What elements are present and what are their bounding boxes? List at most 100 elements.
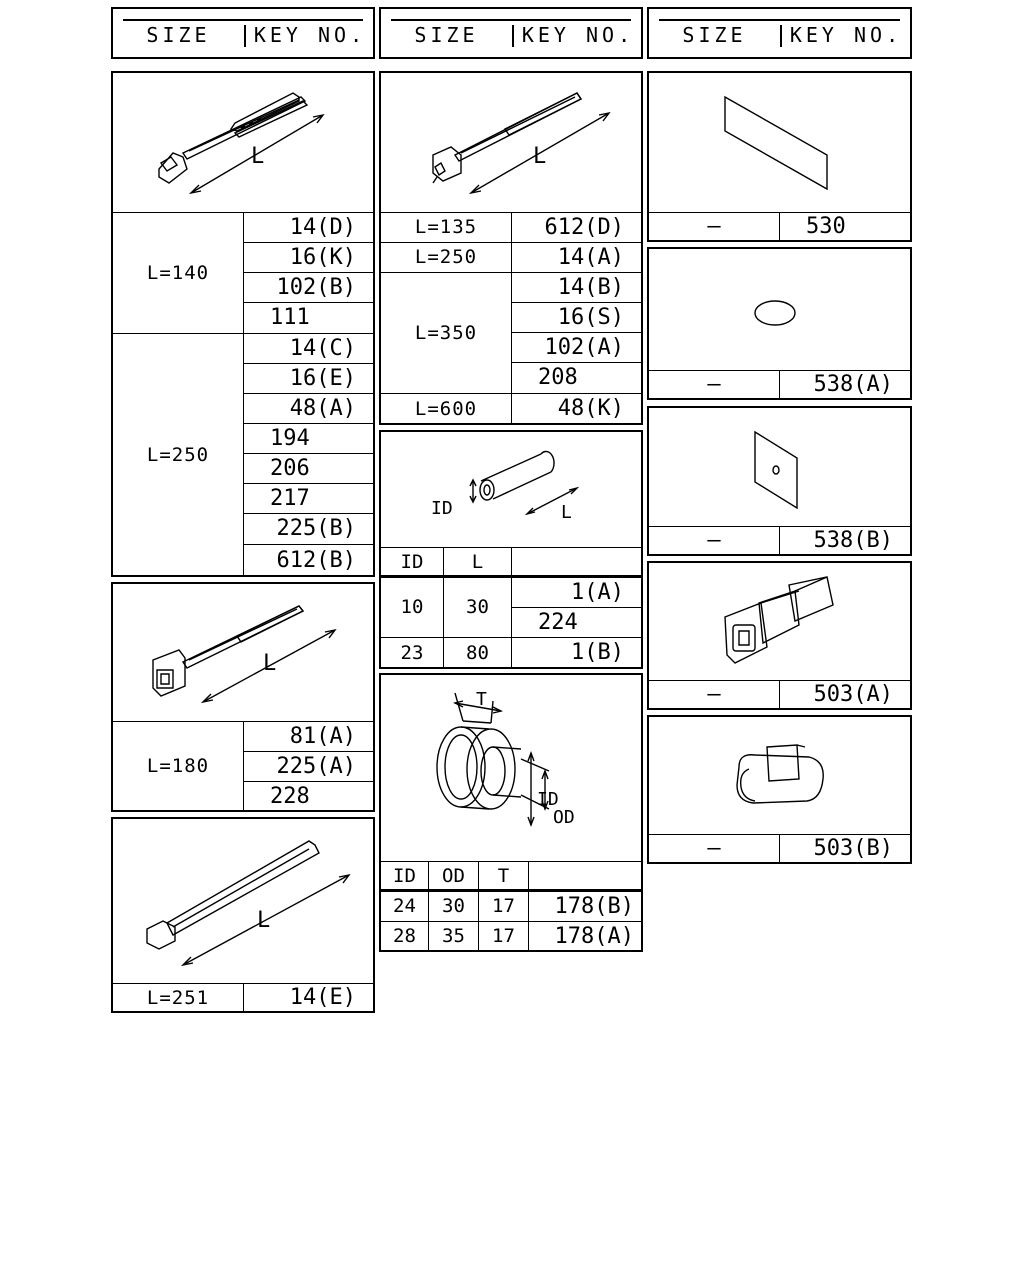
cable-tie-180-panel: L L=180 81(A) 225(A) 228 xyxy=(111,582,375,812)
l-cell: 80 xyxy=(443,637,512,669)
tube-illustration: ID L xyxy=(431,432,641,523)
key-no-cell: 178(A) xyxy=(528,921,643,952)
od-cell: 30 xyxy=(428,891,479,922)
size-cell: L=180 xyxy=(112,721,244,812)
size-cell: L=600 xyxy=(380,393,512,425)
connector-illustration xyxy=(649,563,910,681)
id-cell: 24 xyxy=(380,891,429,922)
connector-cover-panel: — 503(B) xyxy=(647,715,912,864)
key-no-header: KEY NO. xyxy=(253,23,367,47)
tape-sheet-illustration xyxy=(649,73,910,213)
key-no-header-blank xyxy=(528,861,643,891)
length-dimension-label: L xyxy=(251,144,264,169)
key-no-cell: 1(B) xyxy=(511,637,643,669)
header-column-3: SIZE KEY NO. xyxy=(647,7,912,59)
key-no-cell: 48(A) xyxy=(243,393,375,424)
size-header: SIZE xyxy=(414,23,479,47)
cable-tie-251-panel: L L=251 14(E) xyxy=(111,817,375,1013)
mount-cable-tie-illustration: L xyxy=(113,584,373,724)
key-no-cell: 224 xyxy=(511,607,643,638)
od-cell: 35 xyxy=(428,921,479,952)
key-no-cell: 530 xyxy=(779,212,912,242)
oval-pad-panel: — 538(A) xyxy=(647,247,912,400)
size-header: SIZE xyxy=(146,23,211,47)
key-no-header: KEY NO. xyxy=(521,23,635,47)
header-divider xyxy=(381,889,643,892)
header-divider xyxy=(381,575,643,578)
key-no-cell: 194 xyxy=(243,423,375,454)
key-no-cell: 228 xyxy=(243,781,375,812)
length-dimension-label: L xyxy=(263,651,276,676)
key-no-cell: 111 xyxy=(243,302,375,334)
key-no-cell: 217 xyxy=(243,483,375,514)
key-no-cell: 538(A) xyxy=(779,370,912,400)
size-cell: L=251 xyxy=(112,983,244,1013)
header-column-1: SIZE KEY NO. xyxy=(111,7,375,59)
length-dimension-label: L xyxy=(257,908,270,933)
length-dimension-label: L xyxy=(561,502,572,523)
l-header: L xyxy=(443,547,512,577)
key-no-cell: 102(B) xyxy=(243,272,375,303)
size-cell: — xyxy=(648,526,780,556)
key-no-cell: 612(D) xyxy=(511,212,643,243)
inner-diameter-label: ID xyxy=(431,498,453,519)
key-no-header: KEY NO. xyxy=(789,23,903,47)
key-no-cell: 14(B) xyxy=(511,272,643,303)
id-cell: 23 xyxy=(380,637,444,669)
key-no-cell: 1(A) xyxy=(511,577,643,608)
size-cell: — xyxy=(648,212,780,242)
key-no-cell: 178(B) xyxy=(528,891,643,922)
key-no-cell: 81(A) xyxy=(243,721,375,752)
key-no-cell: 208 xyxy=(511,362,643,394)
key-no-cell: 16(S) xyxy=(511,302,643,333)
key-no-cell: 16(E) xyxy=(243,363,375,394)
connector-panel: — 503(A) xyxy=(647,561,912,710)
size-cell: — xyxy=(648,370,780,400)
tube-panel: ID L ID L 10 30 1(A) 224 23 80 1(B) xyxy=(379,430,643,669)
cable-tie-140-250-panel: L L=140 14(D) 16(K) 102(B) 111 L=250 14(… xyxy=(111,71,375,577)
oval-pad-illustration xyxy=(649,249,910,371)
key-no-cell: 14(A) xyxy=(511,242,643,273)
id-cell: 28 xyxy=(380,921,429,952)
id-header: ID xyxy=(380,547,444,577)
key-no-cell: 14(C) xyxy=(243,333,375,364)
square-pad-illustration xyxy=(649,408,910,528)
key-no-cell: 14(E) xyxy=(243,983,375,1013)
key-no-cell: 48(K) xyxy=(511,393,643,425)
size-cell: — xyxy=(648,834,780,864)
t-cell: 17 xyxy=(478,921,529,952)
size-cell: L=350 xyxy=(380,272,512,394)
key-no-cell: 503(A) xyxy=(779,680,912,710)
grommet-panel: T ID OD ID OD T 24 30 17 178(B) 28 35 17… xyxy=(379,673,643,952)
size-cell: L=250 xyxy=(112,333,244,577)
outer-diameter-dimension-label: OD xyxy=(553,807,575,828)
od-header: OD xyxy=(428,861,479,891)
grommet-illustration: T ID OD xyxy=(381,689,575,828)
size-cell: L=250 xyxy=(380,242,512,273)
connector-cover-illustration xyxy=(649,717,910,835)
long-cable-tie-illustration: L xyxy=(113,819,373,984)
double-cable-tie-illustration: L xyxy=(381,73,641,213)
t-header: T xyxy=(478,861,529,891)
key-no-cell: 225(A) xyxy=(243,751,375,782)
size-cell: L=135 xyxy=(380,212,512,243)
key-no-cell: 102(A) xyxy=(511,332,643,363)
thickness-dimension-label: T xyxy=(476,689,487,710)
l-cell: 30 xyxy=(443,577,512,638)
size-header: SIZE xyxy=(682,23,747,47)
cable-tie-illustration: L xyxy=(113,73,373,213)
key-no-cell: 14(D) xyxy=(243,212,375,243)
key-no-header-blank xyxy=(511,547,643,577)
size-cell: L=140 xyxy=(112,212,244,334)
cable-tie-135-600-panel: L L=135 612(D) L=250 14(A) L=350 14(B) 1… xyxy=(379,71,643,425)
key-no-cell: 612(B) xyxy=(243,544,375,577)
key-no-cell: 538(B) xyxy=(779,526,912,556)
id-header: ID xyxy=(380,861,429,891)
header-column-2: SIZE KEY NO. xyxy=(379,7,643,59)
size-cell: — xyxy=(648,680,780,710)
key-no-cell: 206 xyxy=(243,453,375,484)
length-dimension-label: L xyxy=(533,144,546,169)
key-no-cell: 503(B) xyxy=(779,834,912,864)
key-no-cell: 225(B) xyxy=(243,513,375,545)
inner-diameter-dimension-label: ID xyxy=(537,789,559,810)
